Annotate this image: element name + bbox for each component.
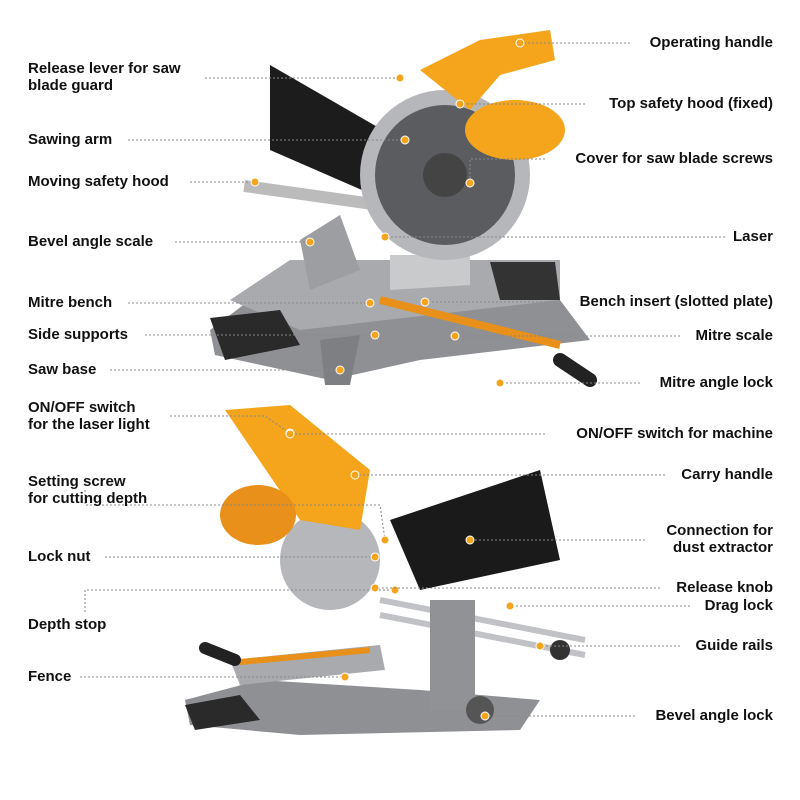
label-top-safety-hood-fixed: Top safety hood (fixed) xyxy=(609,95,773,112)
label-bevel-angle-scale: Bevel angle scale xyxy=(28,233,153,250)
callout-dot xyxy=(465,535,475,545)
callout-dot xyxy=(370,552,380,562)
callout-dot xyxy=(465,178,475,188)
label-line: Guide rails xyxy=(695,637,773,654)
label-line: Side supports xyxy=(28,326,129,343)
label-sawing-arm: Sawing arm xyxy=(28,131,112,148)
callout-dot xyxy=(535,641,545,651)
label-line: Depth stop xyxy=(28,616,107,633)
callout-dot xyxy=(285,429,295,439)
label-line: Laser xyxy=(732,228,773,245)
label-release-knob: Release knob xyxy=(676,579,773,596)
label-line: Drag lock xyxy=(704,597,773,614)
label-carry-handle: Carry handle xyxy=(681,466,773,483)
callout-dot xyxy=(380,232,390,242)
callout-dot xyxy=(515,38,525,48)
label-saw-base: Saw base xyxy=(28,361,96,378)
callout-dot xyxy=(505,601,515,611)
callout-dot xyxy=(450,331,460,341)
label-depth-stop: Depth stop xyxy=(28,616,106,633)
callout-dot xyxy=(455,99,465,109)
label-line: ON/OFF switch xyxy=(28,399,136,416)
label-line: Cover for saw blade screws xyxy=(575,150,773,167)
callout-dot xyxy=(365,298,375,308)
label-line: for cutting depth xyxy=(28,490,148,507)
label-line: Top safety hood (fixed) xyxy=(609,95,773,112)
label-operating-handle: Operating handle xyxy=(650,34,773,51)
saw-side-view-illustration xyxy=(185,405,586,735)
label-line: Release knob xyxy=(676,579,773,596)
label-line: Bevel angle scale xyxy=(28,233,154,250)
label-line: blade guard xyxy=(28,77,114,94)
saw-top-view-illustration xyxy=(210,30,597,387)
callout-dot xyxy=(480,711,490,721)
leader-line xyxy=(469,158,545,183)
label-side-supports: Side supports xyxy=(28,326,128,343)
callout-dot xyxy=(380,535,390,545)
leader-lines xyxy=(80,38,725,721)
label-line: Carry handle xyxy=(681,466,773,483)
label-drag-lock: Drag lock xyxy=(705,597,773,614)
label-line: Sawing arm xyxy=(28,131,113,148)
label-line: Bevel angle lock xyxy=(655,707,773,724)
label-line: Fence xyxy=(28,668,72,685)
label-cover-for-saw-blade-screws: Cover for saw blade screws xyxy=(575,150,773,167)
callout-dot xyxy=(335,365,345,375)
callout-dot xyxy=(420,297,430,307)
label-fence: Fence xyxy=(28,668,71,685)
label-line: Moving safety hood xyxy=(28,173,169,190)
label-line: Mitre angle lock xyxy=(659,374,773,391)
label-line: for the laser light xyxy=(28,416,150,433)
label-on-off-switch-for-machine: ON/OFF switch for machine xyxy=(576,425,773,442)
label-guide-rails: Guide rails xyxy=(695,637,773,654)
callout-dot xyxy=(370,330,380,340)
label-mitre-bench: Mitre bench xyxy=(28,294,112,311)
label-moving-safety-hood: Moving safety hood xyxy=(28,173,169,190)
leader-line xyxy=(84,589,395,612)
label-lock-nut: Lock nut xyxy=(28,548,91,565)
callout-dot xyxy=(390,585,400,595)
label-bevel-angle-lock: Bevel angle lock xyxy=(655,707,773,724)
label-laser: Laser xyxy=(733,228,773,245)
callout-dot xyxy=(400,135,410,145)
label-line: Bench insert (slotted plate) xyxy=(579,293,773,310)
callout-dot xyxy=(305,237,315,247)
label-mitre-scale: Mitre scale xyxy=(695,327,773,344)
label-line: Mitre bench xyxy=(28,294,113,311)
callout-dot xyxy=(340,672,350,682)
label-line: Connection for xyxy=(666,522,773,539)
callout-dot xyxy=(395,73,405,83)
label-bench-insert-slotted-plate: Bench insert (slotted plate) xyxy=(580,293,773,310)
callout-dot xyxy=(250,177,260,187)
label-mitre-angle-lock: Mitre angle lock xyxy=(660,374,773,391)
label-line: dust extractor xyxy=(672,539,773,556)
label-line: Mitre scale xyxy=(695,327,773,344)
label-line: Release lever for saw xyxy=(28,60,181,77)
label-line: Setting screw xyxy=(28,473,126,490)
callout-dot xyxy=(495,378,505,388)
label-line: Saw base xyxy=(28,361,97,378)
callout-dot xyxy=(370,583,380,593)
label-line: ON/OFF switch for machine xyxy=(576,425,773,442)
label-line: Operating handle xyxy=(649,34,773,51)
label-line: Lock nut xyxy=(28,548,91,565)
callout-dot xyxy=(350,470,360,480)
